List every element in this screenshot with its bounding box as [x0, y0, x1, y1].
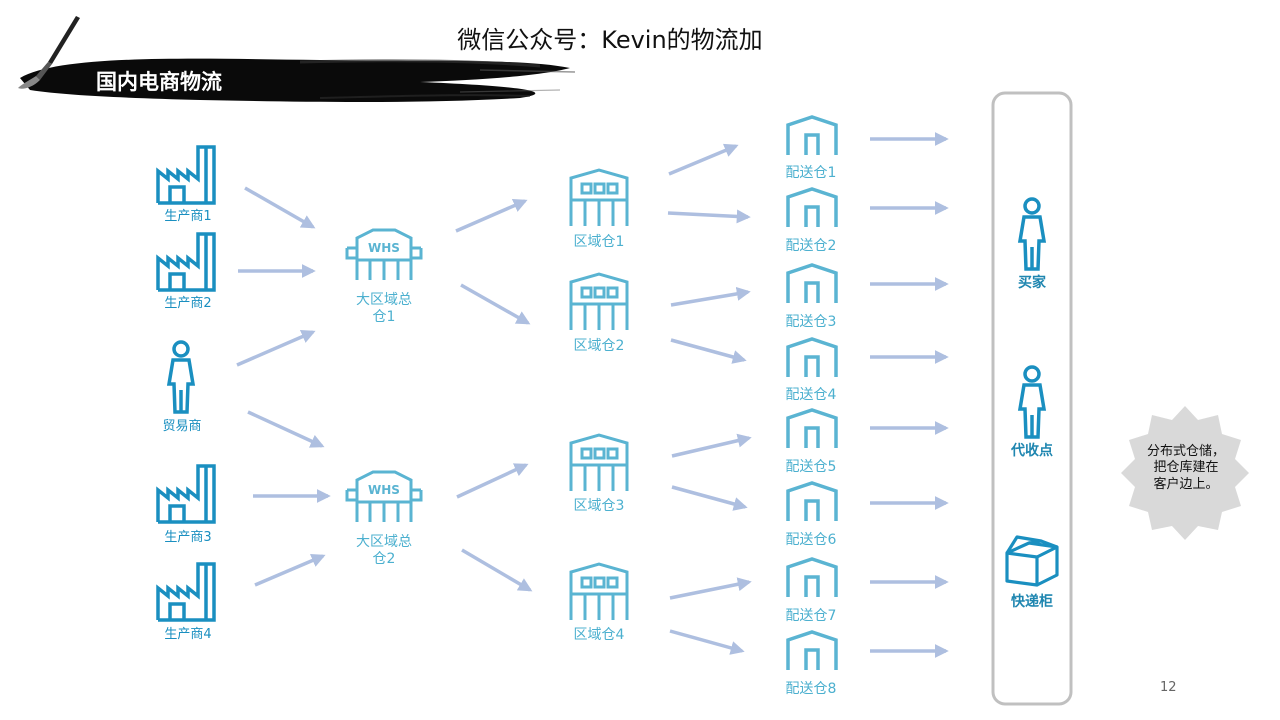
flow-arrow — [244, 186, 316, 229]
delivery-warehouse-label: 配送仓7 — [785, 608, 837, 624]
flow-arrow — [236, 330, 316, 367]
regional-warehouse-icon — [569, 433, 629, 491]
factory-icon — [156, 562, 216, 622]
delivery-warehouse-icon — [786, 557, 838, 597]
person-icon — [1017, 365, 1047, 439]
page-number: 12 — [1160, 680, 1177, 695]
flow-arrow — [455, 199, 528, 233]
delivery-warehouse-label: 配送仓2 — [785, 238, 837, 254]
flow-arrows — [236, 132, 949, 658]
regional-warehouse-icon — [569, 562, 629, 620]
note-text: 分布式仓储， 把仓库建在 客户边上。 — [1132, 444, 1240, 493]
flow-arrow — [667, 209, 751, 224]
big-warehouse-label-line2: 仓1 — [372, 308, 396, 325]
flow-arrow — [669, 629, 745, 655]
whs-icon-text: WHS — [368, 483, 400, 497]
flow-arrow — [247, 410, 325, 448]
flow-arrow — [670, 338, 747, 364]
delivery-warehouse-icon — [786, 115, 838, 155]
delivery-warehouse-label: 配送仓1 — [785, 165, 837, 181]
endpoint-label: 快递柜 — [1011, 594, 1053, 610]
source-label: 生产商2 — [164, 296, 212, 311]
flow-arrow — [668, 143, 739, 176]
person-icon — [166, 340, 196, 414]
endpoint-label: 代收点 — [1011, 443, 1053, 459]
delivery-warehouse-label: 配送仓3 — [785, 314, 837, 330]
source-label: 生产商1 — [164, 209, 212, 224]
delivery-warehouse-label: 配送仓8 — [785, 681, 837, 697]
flow-arrow — [461, 548, 533, 592]
flow-arrow — [460, 283, 531, 325]
big-warehouse-label: 大区域总 仓1 — [339, 292, 429, 326]
source-label: 贸易商 — [162, 419, 202, 434]
delivery-warehouse-icon — [786, 630, 838, 670]
ink-brush-banner — [20, 58, 576, 102]
brush-pen-icon — [18, 16, 80, 89]
delivery-warehouse-label: 配送仓4 — [785, 387, 837, 403]
note-line: 分布式仓储， — [1146, 444, 1225, 459]
whs-warehouse-icon: WHS — [345, 470, 423, 522]
delivery-warehouse-icon — [786, 481, 838, 521]
delivery-warehouse-label: 配送仓5 — [785, 459, 837, 475]
note-starburst — [1121, 406, 1249, 540]
note-line: 把仓库建在 — [1153, 460, 1219, 476]
delivery-warehouse-label: 配送仓6 — [785, 532, 837, 548]
factory-icon — [156, 145, 216, 205]
source-label: 生产商3 — [164, 530, 212, 545]
factory-icon — [156, 232, 216, 292]
delivery-warehouse-icon — [786, 263, 838, 303]
big-warehouse-label: 大区域总 仓2 — [339, 534, 429, 568]
note-line: 客户边上。 — [1153, 476, 1219, 492]
flow-arrow — [671, 485, 748, 511]
delivery-warehouse-icon — [786, 408, 838, 448]
section-title: 国内电商物流 — [96, 70, 222, 94]
regional-warehouse-label: 区域仓2 — [573, 338, 625, 354]
flow-arrow — [670, 286, 751, 307]
whs-warehouse-icon: WHS — [345, 228, 423, 280]
flow-arrow — [669, 577, 752, 600]
regional-warehouse-label: 区域仓1 — [573, 234, 625, 250]
endpoints-frame — [991, 91, 1073, 706]
big-warehouse-label-line1: 大区域总 — [356, 534, 412, 550]
regional-warehouse-icon — [569, 272, 629, 330]
flow-arrow — [456, 463, 529, 499]
locker-box-icon — [1005, 535, 1059, 587]
regional-warehouse-label: 区域仓4 — [573, 627, 625, 643]
endpoint-label: 买家 — [1018, 275, 1046, 291]
regional-warehouse-label: 区域仓3 — [573, 498, 625, 514]
source-label: 生产商4 — [164, 627, 212, 642]
flow-arrow — [254, 553, 326, 587]
regional-warehouse-icon — [569, 168, 629, 226]
whs-icon-text: WHS — [368, 241, 400, 255]
delivery-warehouse-icon — [786, 337, 838, 377]
flow-arrow — [671, 433, 752, 458]
page-title: 微信公众号：Kevin的物流加 — [457, 26, 763, 54]
delivery-warehouse-icon — [786, 187, 838, 227]
person-icon — [1017, 197, 1047, 271]
big-warehouse-label-line1: 大区域总 — [356, 292, 412, 308]
factory-icon — [156, 464, 216, 524]
big-warehouse-label-line2: 仓2 — [372, 550, 396, 567]
flow-icons: WHS WHS — [156, 115, 1059, 670]
